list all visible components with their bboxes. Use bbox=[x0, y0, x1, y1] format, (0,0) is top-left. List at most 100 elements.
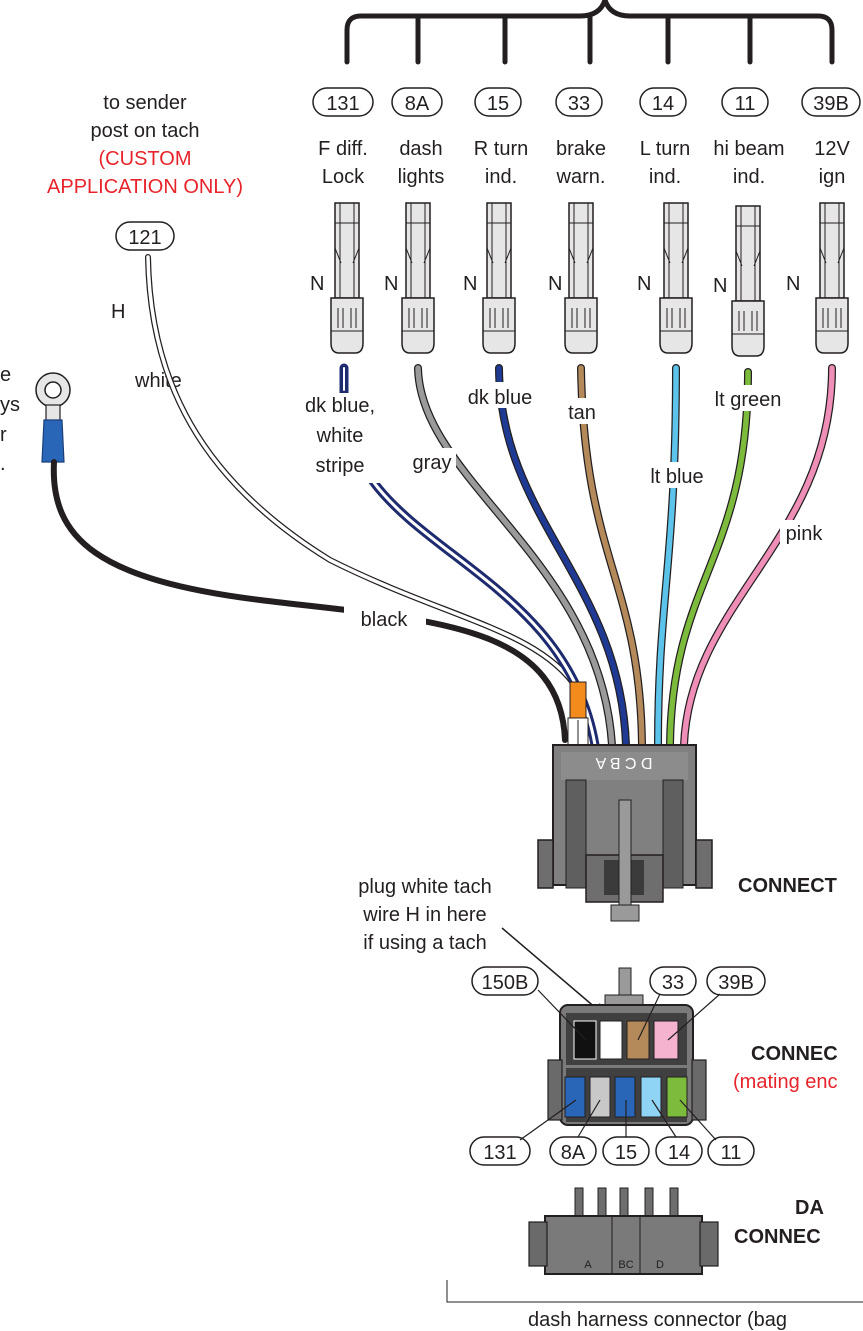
svg-text:33: 33 bbox=[662, 972, 684, 994]
mating-circuit-15: 15 bbox=[602, 1136, 650, 1166]
cavity-15 bbox=[614, 1076, 636, 1118]
spade-terminal-39b bbox=[815, 202, 849, 354]
terminal-label-33-line1: brake bbox=[556, 138, 606, 160]
wire-black bbox=[50, 459, 568, 743]
n-label-14: N bbox=[637, 273, 651, 295]
terminal-circuit-14: 14 bbox=[639, 87, 687, 117]
spade-terminal-131 bbox=[330, 202, 364, 354]
terminal-circuit-11: 11 bbox=[721, 87, 769, 117]
connector-label-dash-2: CONNEC bbox=[734, 1226, 821, 1248]
terminal-label-11-line2: ind. bbox=[733, 166, 765, 188]
svg-text:15: 15 bbox=[615, 1142, 637, 1164]
grouping-bracket bbox=[344, 0, 835, 65]
cavity-h bbox=[599, 1020, 623, 1060]
mating-circuit-131: 131 bbox=[469, 1136, 531, 1166]
terminal-label-131-line2: Lock bbox=[322, 166, 365, 188]
svg-text:11: 11 bbox=[735, 93, 756, 115]
cavity-14 bbox=[640, 1076, 662, 1118]
svg-text:121: 121 bbox=[128, 227, 161, 249]
n-label-33: N bbox=[548, 273, 562, 295]
terminal-circuit-39b: 39B bbox=[801, 87, 861, 117]
plug-note-line1: plug white tach bbox=[358, 876, 491, 898]
svg-text:39B: 39B bbox=[813, 93, 849, 115]
terminal-label-14-line2: ind. bbox=[649, 166, 681, 188]
terminal-label-131-line1: F diff. bbox=[318, 138, 368, 160]
mating-circuit-150b: 150B bbox=[471, 966, 539, 996]
svg-text:131: 131 bbox=[326, 93, 359, 115]
spade-terminal-33 bbox=[564, 202, 598, 354]
sender-note-line4: APPLICATION ONLY) bbox=[47, 176, 243, 198]
svg-text:11: 11 bbox=[721, 1142, 742, 1164]
mating-circuit-8a: 8A bbox=[549, 1136, 597, 1166]
cavity-131 bbox=[564, 1076, 586, 1118]
wire-label-dk-blue: dk blue bbox=[468, 387, 533, 409]
wire-label-black: black bbox=[361, 609, 409, 631]
upper-connector-pin-letters: D C B A bbox=[595, 754, 652, 771]
terminal-circuit-15: 15 bbox=[474, 87, 522, 117]
wire-label-pink: pink bbox=[786, 523, 824, 545]
svg-text:14: 14 bbox=[652, 93, 674, 115]
wire-label-dk-blue-white-3: stripe bbox=[316, 455, 365, 477]
cavity-8a bbox=[589, 1076, 611, 1118]
cavity-150b bbox=[573, 1020, 597, 1060]
sender-note-line2: post on tach bbox=[91, 120, 200, 142]
wire-letter-h: H bbox=[111, 301, 125, 323]
connector-label-lower: CONNEC bbox=[751, 1043, 838, 1065]
cut-text-3: r bbox=[0, 424, 7, 446]
sender-note-line3: (CUSTOM bbox=[99, 148, 192, 170]
wire-lt-green bbox=[666, 368, 752, 749]
terminal-label-8a-line2: lights bbox=[398, 166, 445, 188]
spade-terminal-8a bbox=[401, 202, 435, 354]
mating-circuit-33: 33 bbox=[649, 966, 697, 996]
svg-text:39B: 39B bbox=[718, 972, 754, 994]
plug-note-line3: if using a tach bbox=[363, 932, 486, 954]
terminal-label-8a-line1: dash bbox=[399, 138, 442, 160]
wire-pink bbox=[680, 364, 836, 749]
terminal-label-15-line1: R turn bbox=[474, 138, 528, 160]
connector-label-upper: CONNECT bbox=[738, 875, 837, 897]
cavity-11 bbox=[666, 1076, 688, 1118]
wire-label-dk-blue-white-2: white bbox=[316, 425, 364, 447]
svg-text:8A: 8A bbox=[405, 93, 430, 115]
dash-connector: A BC D bbox=[528, 1187, 719, 1275]
n-label-8a: N bbox=[384, 273, 398, 295]
ring-terminal bbox=[35, 372, 71, 463]
wire-label-gray: gray bbox=[413, 452, 452, 474]
terminal-label-39b-line1: 12V bbox=[814, 138, 850, 160]
footer-bracket bbox=[446, 1280, 863, 1303]
terminal-circuit-131: 131 bbox=[312, 87, 374, 117]
wire-label-lt-blue: lt blue bbox=[650, 466, 703, 488]
mating-circuit-11: 11 bbox=[707, 1136, 755, 1166]
svg-text:A: A bbox=[584, 1259, 592, 1271]
plug-note-line2: wire H in here bbox=[362, 904, 486, 926]
terminal-circuit-33: 33 bbox=[555, 87, 603, 117]
n-label-131: N bbox=[310, 273, 324, 295]
wire-label-lt-green: lt green bbox=[715, 389, 782, 411]
terminal-label-39b-line2: ign bbox=[819, 166, 846, 188]
spade-terminal-14 bbox=[659, 202, 693, 354]
cut-text-2: ys bbox=[0, 394, 20, 416]
n-label-15: N bbox=[463, 273, 477, 295]
wire-bundle bbox=[50, 254, 836, 750]
svg-text:8A: 8A bbox=[561, 1142, 586, 1164]
tach-wire-connector bbox=[567, 681, 589, 747]
terminal-circuit-8a: 8A bbox=[391, 87, 443, 117]
svg-text:150B: 150B bbox=[482, 972, 529, 994]
connector-label-dash-1: DA bbox=[795, 1197, 824, 1219]
terminal-label-14-line1: L turn bbox=[640, 138, 690, 160]
footer-caption: dash harness connector (bag bbox=[528, 1309, 787, 1331]
n-label-39b: N bbox=[786, 273, 800, 295]
connector-label-lower-sub: (mating enc bbox=[733, 1071, 838, 1093]
wire-label-tan: tan bbox=[568, 402, 596, 424]
sender-note-line1: to sender bbox=[103, 92, 187, 114]
cut-text-4: . bbox=[0, 453, 6, 475]
upper-connector: D C B A bbox=[537, 744, 713, 922]
mating-circuit-14: 14 bbox=[655, 1136, 703, 1166]
spade-terminal-15 bbox=[482, 202, 516, 354]
svg-text:D: D bbox=[656, 1259, 664, 1271]
spade-terminal-11 bbox=[731, 205, 765, 357]
terminal-label-33-line2: warn. bbox=[556, 166, 606, 188]
terminal-label-11-line1: hi beam bbox=[713, 138, 784, 160]
svg-text:33: 33 bbox=[568, 93, 590, 115]
